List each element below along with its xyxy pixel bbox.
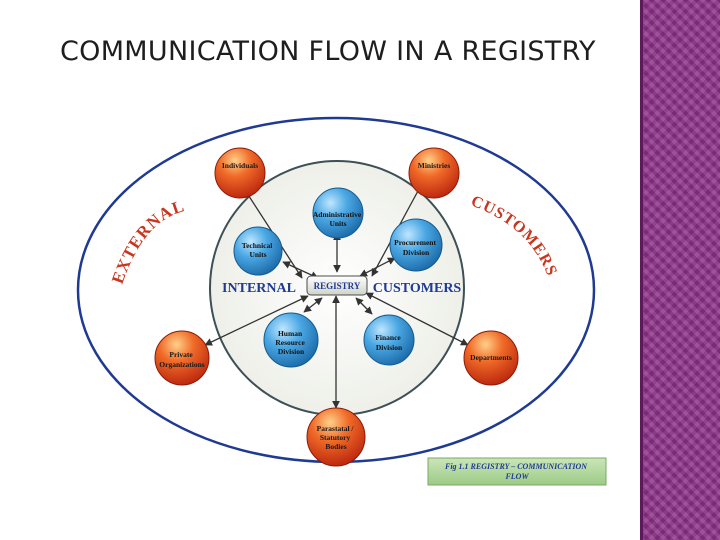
node-procurement-line-1: Procurement: [394, 238, 436, 247]
node-administrative-units: Administrative Units: [312, 187, 364, 239]
node-hr-line-3: Division: [278, 347, 305, 356]
node-individuals-line-1: Individuals: [222, 161, 258, 170]
node-hr-line-1: Human: [278, 329, 303, 338]
node-departments: Departments: [463, 330, 519, 386]
node-parastatals-line-2: Statutory: [320, 433, 351, 442]
decorative-side-bar: [640, 0, 720, 540]
caption-line-2: FLOW: [504, 472, 529, 481]
svg-text:Individuals: Individuals: [222, 161, 258, 170]
node-human-resource-division: Human Resource Division: [263, 312, 319, 368]
svg-text:Parastatal / Statutory: Parastatal / Statutory Bodies: [317, 424, 356, 451]
node-private-organizations: Private Organizations: [154, 330, 210, 386]
svg-text:Human Resource Div: Human Resource Division: [275, 329, 306, 356]
svg-text:Private Organizations: Private Organizations: [159, 350, 204, 369]
internal-label: INTERNAL: [222, 281, 296, 296]
svg-text:Procurement Division: Procurement Division: [394, 238, 438, 257]
node-parastatals-line-3: Bodies: [325, 442, 346, 451]
node-private-line-1: Private: [169, 350, 193, 359]
registry-label: REGISTRY: [314, 281, 361, 291]
svg-text:Administrative Units: Administrative Units: [313, 210, 363, 228]
customers-label: CUSTOMERS: [373, 281, 462, 296]
node-parastatals-line-1: Parastatal /: [317, 424, 355, 433]
node-individuals: Individuals: [214, 147, 266, 199]
node-private-line-2: Organizations: [159, 360, 204, 369]
node-administrative-line-2: Units: [329, 219, 346, 228]
node-parastatals: Parastatal / Statutory Bodies: [306, 407, 366, 467]
node-finance-line-2: Division: [376, 343, 403, 352]
registry-diagram: Individuals Ministries Private Organizat…: [76, 116, 607, 486]
node-finance-division: Finance Division: [363, 314, 415, 366]
node-administrative-line-1: Administrative: [313, 210, 362, 219]
svg-text:Technical Units: Technical Units: [242, 241, 274, 259]
caption-line-1: Fig 1.1 REGISTRY – COMMUNICATION: [444, 462, 588, 471]
node-procurement-division: Procurement Division: [389, 218, 443, 272]
svg-text:Departments: Departments: [470, 353, 512, 362]
slide-title: COMMUNICATION FLOW IN A REGISTRY: [60, 36, 596, 67]
node-technical-line-2: Units: [249, 250, 266, 259]
svg-text:Finance Division: Finance Division: [375, 333, 403, 352]
node-departments-line-1: Departments: [470, 353, 512, 362]
figure-caption: Fig 1.1 REGISTRY – COMMUNICATION FLOW: [427, 457, 607, 486]
node-procurement-line-2: Division: [403, 248, 430, 257]
registry-center: REGISTRY: [306, 275, 368, 296]
node-ministries-line-1: Ministries: [418, 161, 451, 170]
node-ministries: Ministries: [408, 147, 460, 199]
svg-text:Ministries: Ministries: [418, 161, 451, 170]
node-finance-line-1: Finance: [375, 333, 401, 342]
side-bar-edge: [640, 0, 643, 540]
svg-text:Fig 1.1 REGISTRY – COMMUNICATI: Fig 1.1 REGISTRY – COMMUNICATION FLOW: [444, 462, 589, 481]
node-hr-line-2: Resource: [275, 338, 305, 347]
node-technical-line-1: Technical: [242, 241, 273, 250]
node-technical-units: Technical Units: [233, 226, 283, 276]
